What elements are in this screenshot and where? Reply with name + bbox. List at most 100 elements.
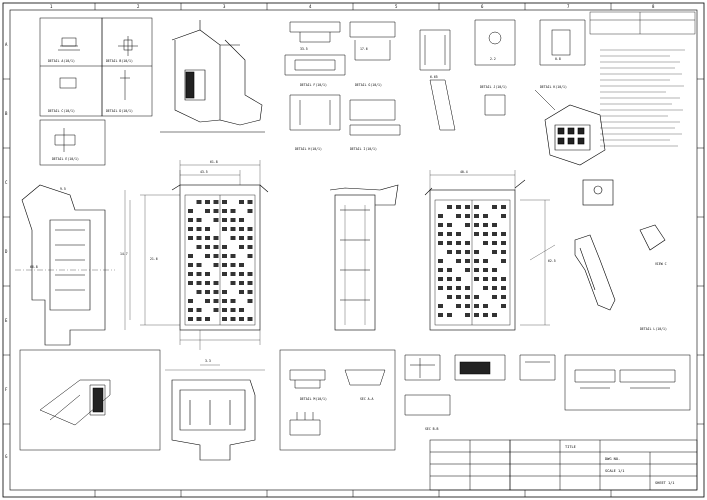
zone-letter: D: [5, 249, 8, 254]
terminal-cell: [196, 263, 202, 267]
terminal-cell: [188, 272, 193, 276]
isometric-connector-right: [544, 104, 606, 166]
terminal-cell: [222, 254, 227, 258]
detail-labels-bottom: DETAIL M(10/1) SEC A-A SEC B-B: [300, 397, 439, 431]
zone-letter: C: [5, 180, 8, 185]
terminal-cell: [474, 223, 479, 227]
terminal-cell: [456, 214, 461, 218]
terminal-cell: [205, 317, 210, 321]
terminal-cell: [239, 236, 244, 240]
terminal-cell: [213, 200, 219, 204]
terminal-cell: [447, 268, 452, 272]
terminal-cell: [196, 308, 202, 312]
terminal-cell: [474, 268, 479, 272]
terminal-cell: [188, 254, 193, 258]
terminal-cell: [196, 200, 202, 204]
terminal-cell: [213, 263, 219, 267]
zone-number: 5: [395, 4, 398, 9]
terminal-cell: [196, 245, 202, 249]
terminal-cell: [230, 299, 236, 303]
terminal-cell: [447, 241, 452, 245]
terminal-cell: [492, 241, 497, 245]
terminal-cell: [501, 214, 506, 218]
terminal-cell: [247, 227, 253, 231]
zone-number: 6: [481, 4, 484, 9]
terminal-cell: [247, 209, 253, 213]
right-dimension-lines: [429, 170, 556, 326]
terminal-cell: [205, 272, 210, 276]
terminal-cell: [213, 308, 219, 312]
terminal-cell: [456, 304, 461, 308]
terminal-cell: [465, 268, 470, 272]
terminal-cell: [230, 263, 236, 267]
terminal-cell: [205, 245, 210, 249]
terminal-cell: [438, 286, 443, 290]
terminal-cell: [447, 232, 452, 236]
zone-letter: E: [5, 318, 8, 323]
terminal-cell: [456, 259, 461, 263]
rear-view: [329, 184, 399, 331]
dimension-value: 3.3: [205, 359, 211, 363]
border-zone-labels: 1 2 3 4 5 6 7 8 A B C D E F G: [5, 4, 655, 459]
terminal-cell: [247, 290, 253, 294]
terminal-cell: [447, 295, 452, 299]
terminal-cell: [465, 205, 470, 209]
section-label: SEC B-B: [425, 427, 439, 431]
terminal-cell: [196, 218, 202, 222]
dimension-value: 33.5: [300, 47, 308, 51]
zone-letter: B: [5, 111, 8, 116]
terminal-cell: [447, 250, 452, 254]
terminal-cell: [447, 205, 452, 209]
terminal-cell: [205, 200, 210, 204]
zone-letter: G: [5, 454, 8, 459]
terminal-cell: [230, 236, 236, 240]
front-view-right: [424, 179, 526, 331]
detail-label: DETAIL J(10/1): [480, 85, 507, 89]
terminal-cell: [438, 268, 443, 272]
terminal-cell: [501, 295, 506, 299]
bottom-part-left: [165, 369, 265, 461]
terminal-cell: [247, 317, 253, 321]
terminal-cell: [222, 209, 227, 213]
zone-number: 8: [652, 4, 655, 9]
terminal-cell: [465, 250, 470, 254]
inner-border: [9, 9, 698, 491]
terminal-cell: [492, 295, 497, 299]
terminal-cell: [492, 205, 497, 209]
detail-label: DETAIL C(10/1): [48, 109, 75, 113]
isometric-piece-top: [160, 20, 265, 133]
terminal-cell: [247, 200, 253, 204]
terminal-cell: [188, 317, 193, 321]
notes-block: [589, 11, 696, 147]
terminal-cell: [213, 299, 219, 303]
detail-label: DETAIL G(10/1): [355, 83, 382, 87]
terminal-cell: [456, 241, 461, 245]
terminal-cell: [247, 236, 253, 240]
terminal-cell: [492, 250, 497, 254]
terminal-cell: [222, 299, 227, 303]
title-block: [429, 439, 698, 491]
drawing-number-field: DWG NO.: [605, 457, 620, 461]
detail-label: VIEW C: [655, 262, 667, 266]
terminal-cell: [474, 214, 479, 218]
terminal-cell: [447, 313, 452, 317]
front-dimension-lines: [124, 160, 261, 366]
terminal-cell: [239, 281, 244, 285]
detail-label: DETAIL I(10/1): [350, 147, 377, 151]
terminal-cell: [474, 250, 479, 254]
terminal-cell: [213, 281, 219, 285]
terminal-cell: [213, 236, 219, 240]
terminal-cell: [501, 232, 506, 236]
terminal-cell: [213, 245, 219, 249]
detail-label: DETAIL L(10/1): [640, 327, 667, 331]
terminal-cell: [438, 259, 443, 263]
terminal-cell: [474, 313, 479, 317]
terminal-cell: [483, 286, 488, 290]
terminal-cell: [230, 317, 236, 321]
terminal-cell: [188, 218, 193, 222]
terminal-cell: [239, 218, 244, 222]
bottom-left-detail: [19, 349, 161, 451]
terminal-cell: [465, 241, 470, 245]
dimension-value: 2.2: [490, 57, 496, 61]
